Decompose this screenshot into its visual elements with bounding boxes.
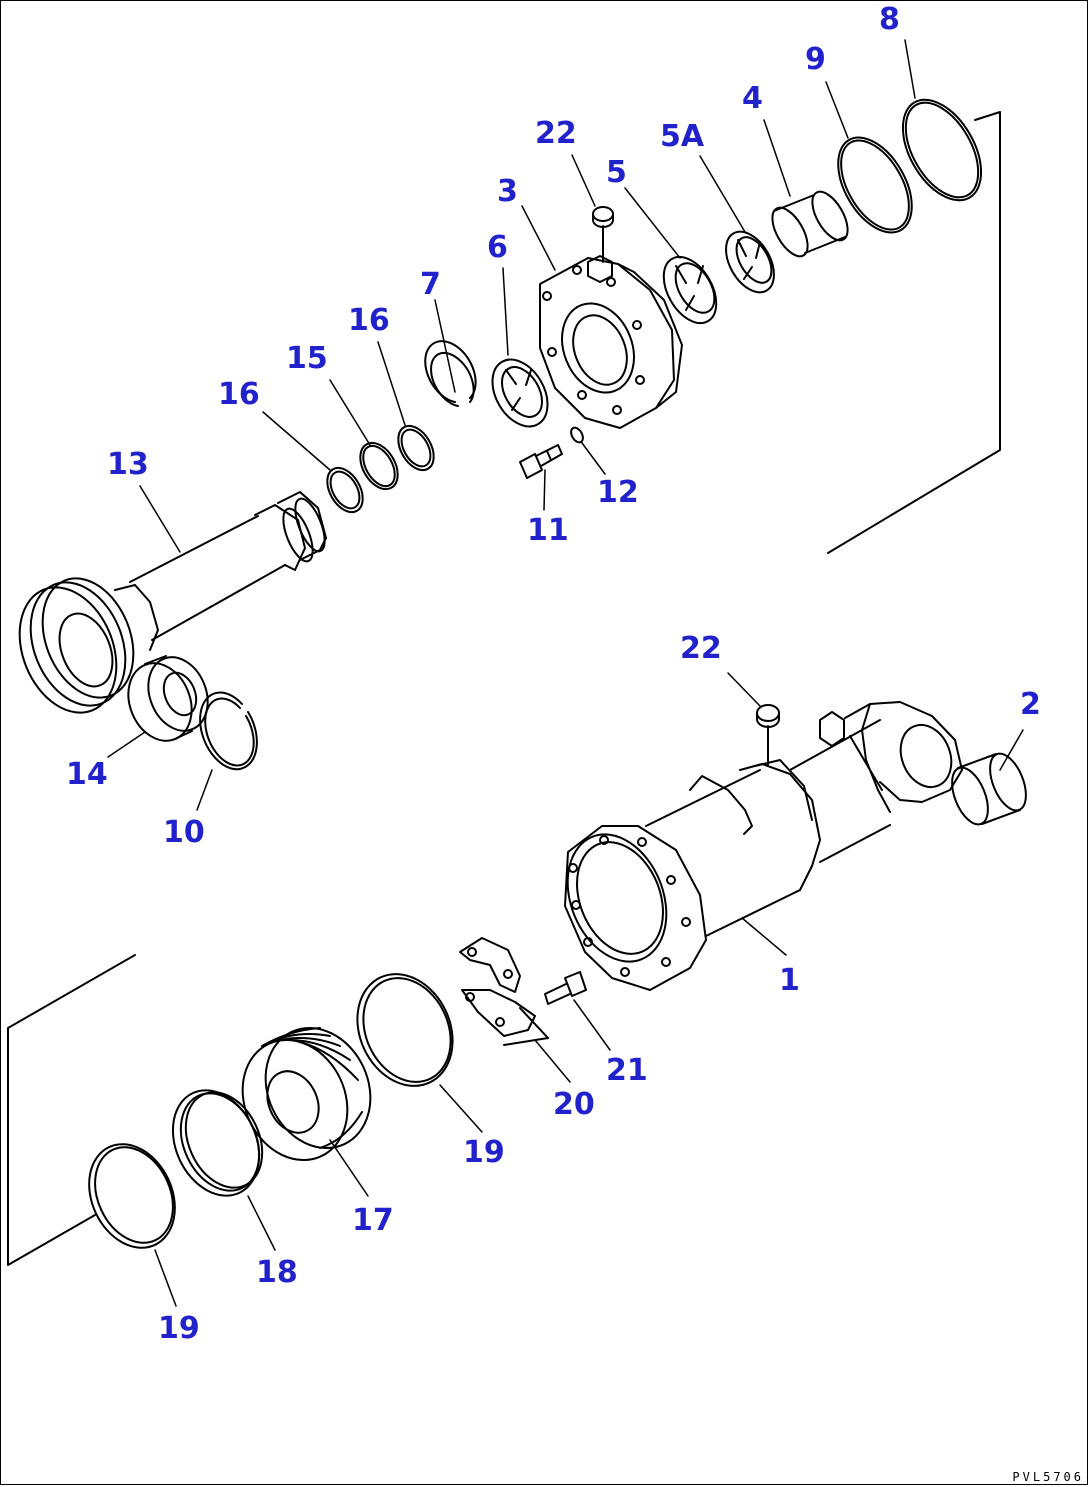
- label-19-upper: 19: [463, 1135, 505, 1170]
- label-16-lower: 16: [218, 377, 260, 412]
- part-22-grease-fitting-upper: [592, 206, 614, 263]
- label-20: 20: [553, 1087, 595, 1122]
- part-7-snap-ring: [424, 340, 477, 407]
- part-22-grease-fitting-lower: [756, 704, 780, 766]
- label-21: 21: [606, 1053, 648, 1088]
- part-3-cylinder-head: [539, 255, 683, 429]
- label-1: 1: [779, 963, 800, 998]
- leader-lines: [107, 39, 1024, 1307]
- part-5a-packing: [725, 230, 775, 294]
- part-8-ring: [901, 98, 983, 202]
- label-6: 6: [487, 230, 508, 265]
- label-15: 15: [286, 341, 328, 376]
- part-13-piston-rod: [18, 491, 327, 714]
- part-16-ring-lower: [326, 466, 364, 514]
- part-15-ring: [359, 441, 399, 491]
- part-21-bolt: [544, 971, 587, 1005]
- part-6-bushing: [491, 358, 549, 428]
- label-2: 2: [1020, 687, 1041, 722]
- label-5a: 5A: [660, 119, 705, 154]
- part-11-bolt: [519, 444, 563, 479]
- reference-lines: [7, 111, 1001, 1266]
- label-19-lower: 19: [158, 1311, 200, 1346]
- label-12: 12: [597, 475, 639, 510]
- label-4: 4: [742, 81, 763, 116]
- part-14-bushing: [127, 655, 209, 742]
- part-12-washer: [570, 426, 584, 444]
- part-5-packing: [662, 255, 718, 325]
- label-8: 8: [879, 2, 900, 37]
- label-18: 18: [256, 1255, 298, 1290]
- label-13: 13: [107, 447, 149, 482]
- drawing-code: PVL5706: [1012, 1470, 1084, 1484]
- part-4-bushing: [771, 190, 849, 258]
- part-20-nut: [459, 937, 549, 1046]
- label-14: 14: [66, 757, 108, 792]
- part-1-cylinder: [564, 701, 963, 991]
- part-16-ring-upper: [397, 424, 435, 472]
- part-9-ring: [837, 136, 913, 234]
- label-3: 3: [497, 174, 518, 209]
- label-9: 9: [805, 42, 826, 77]
- label-17: 17: [352, 1203, 394, 1238]
- label-16-upper: 16: [348, 303, 390, 338]
- part-number-labels: 8 9 4 5A 22 5 3 6 7 16 15 16 13 12 11 22…: [66, 2, 1041, 1346]
- label-10: 10: [163, 815, 205, 850]
- part-17-piston: [241, 1026, 372, 1162]
- part-10-snap-ring: [199, 691, 258, 771]
- part-18-wear-ring: [171, 1089, 264, 1197]
- part-19-ring-lower: [88, 1143, 176, 1249]
- label-22-lower: 22: [680, 631, 722, 666]
- label-7: 7: [420, 267, 441, 302]
- label-11: 11: [527, 513, 569, 548]
- label-5: 5: [606, 155, 627, 190]
- label-22-upper: 22: [535, 116, 577, 151]
- part-19-ring-upper: [356, 973, 454, 1087]
- part-2-bushing: [951, 752, 1027, 826]
